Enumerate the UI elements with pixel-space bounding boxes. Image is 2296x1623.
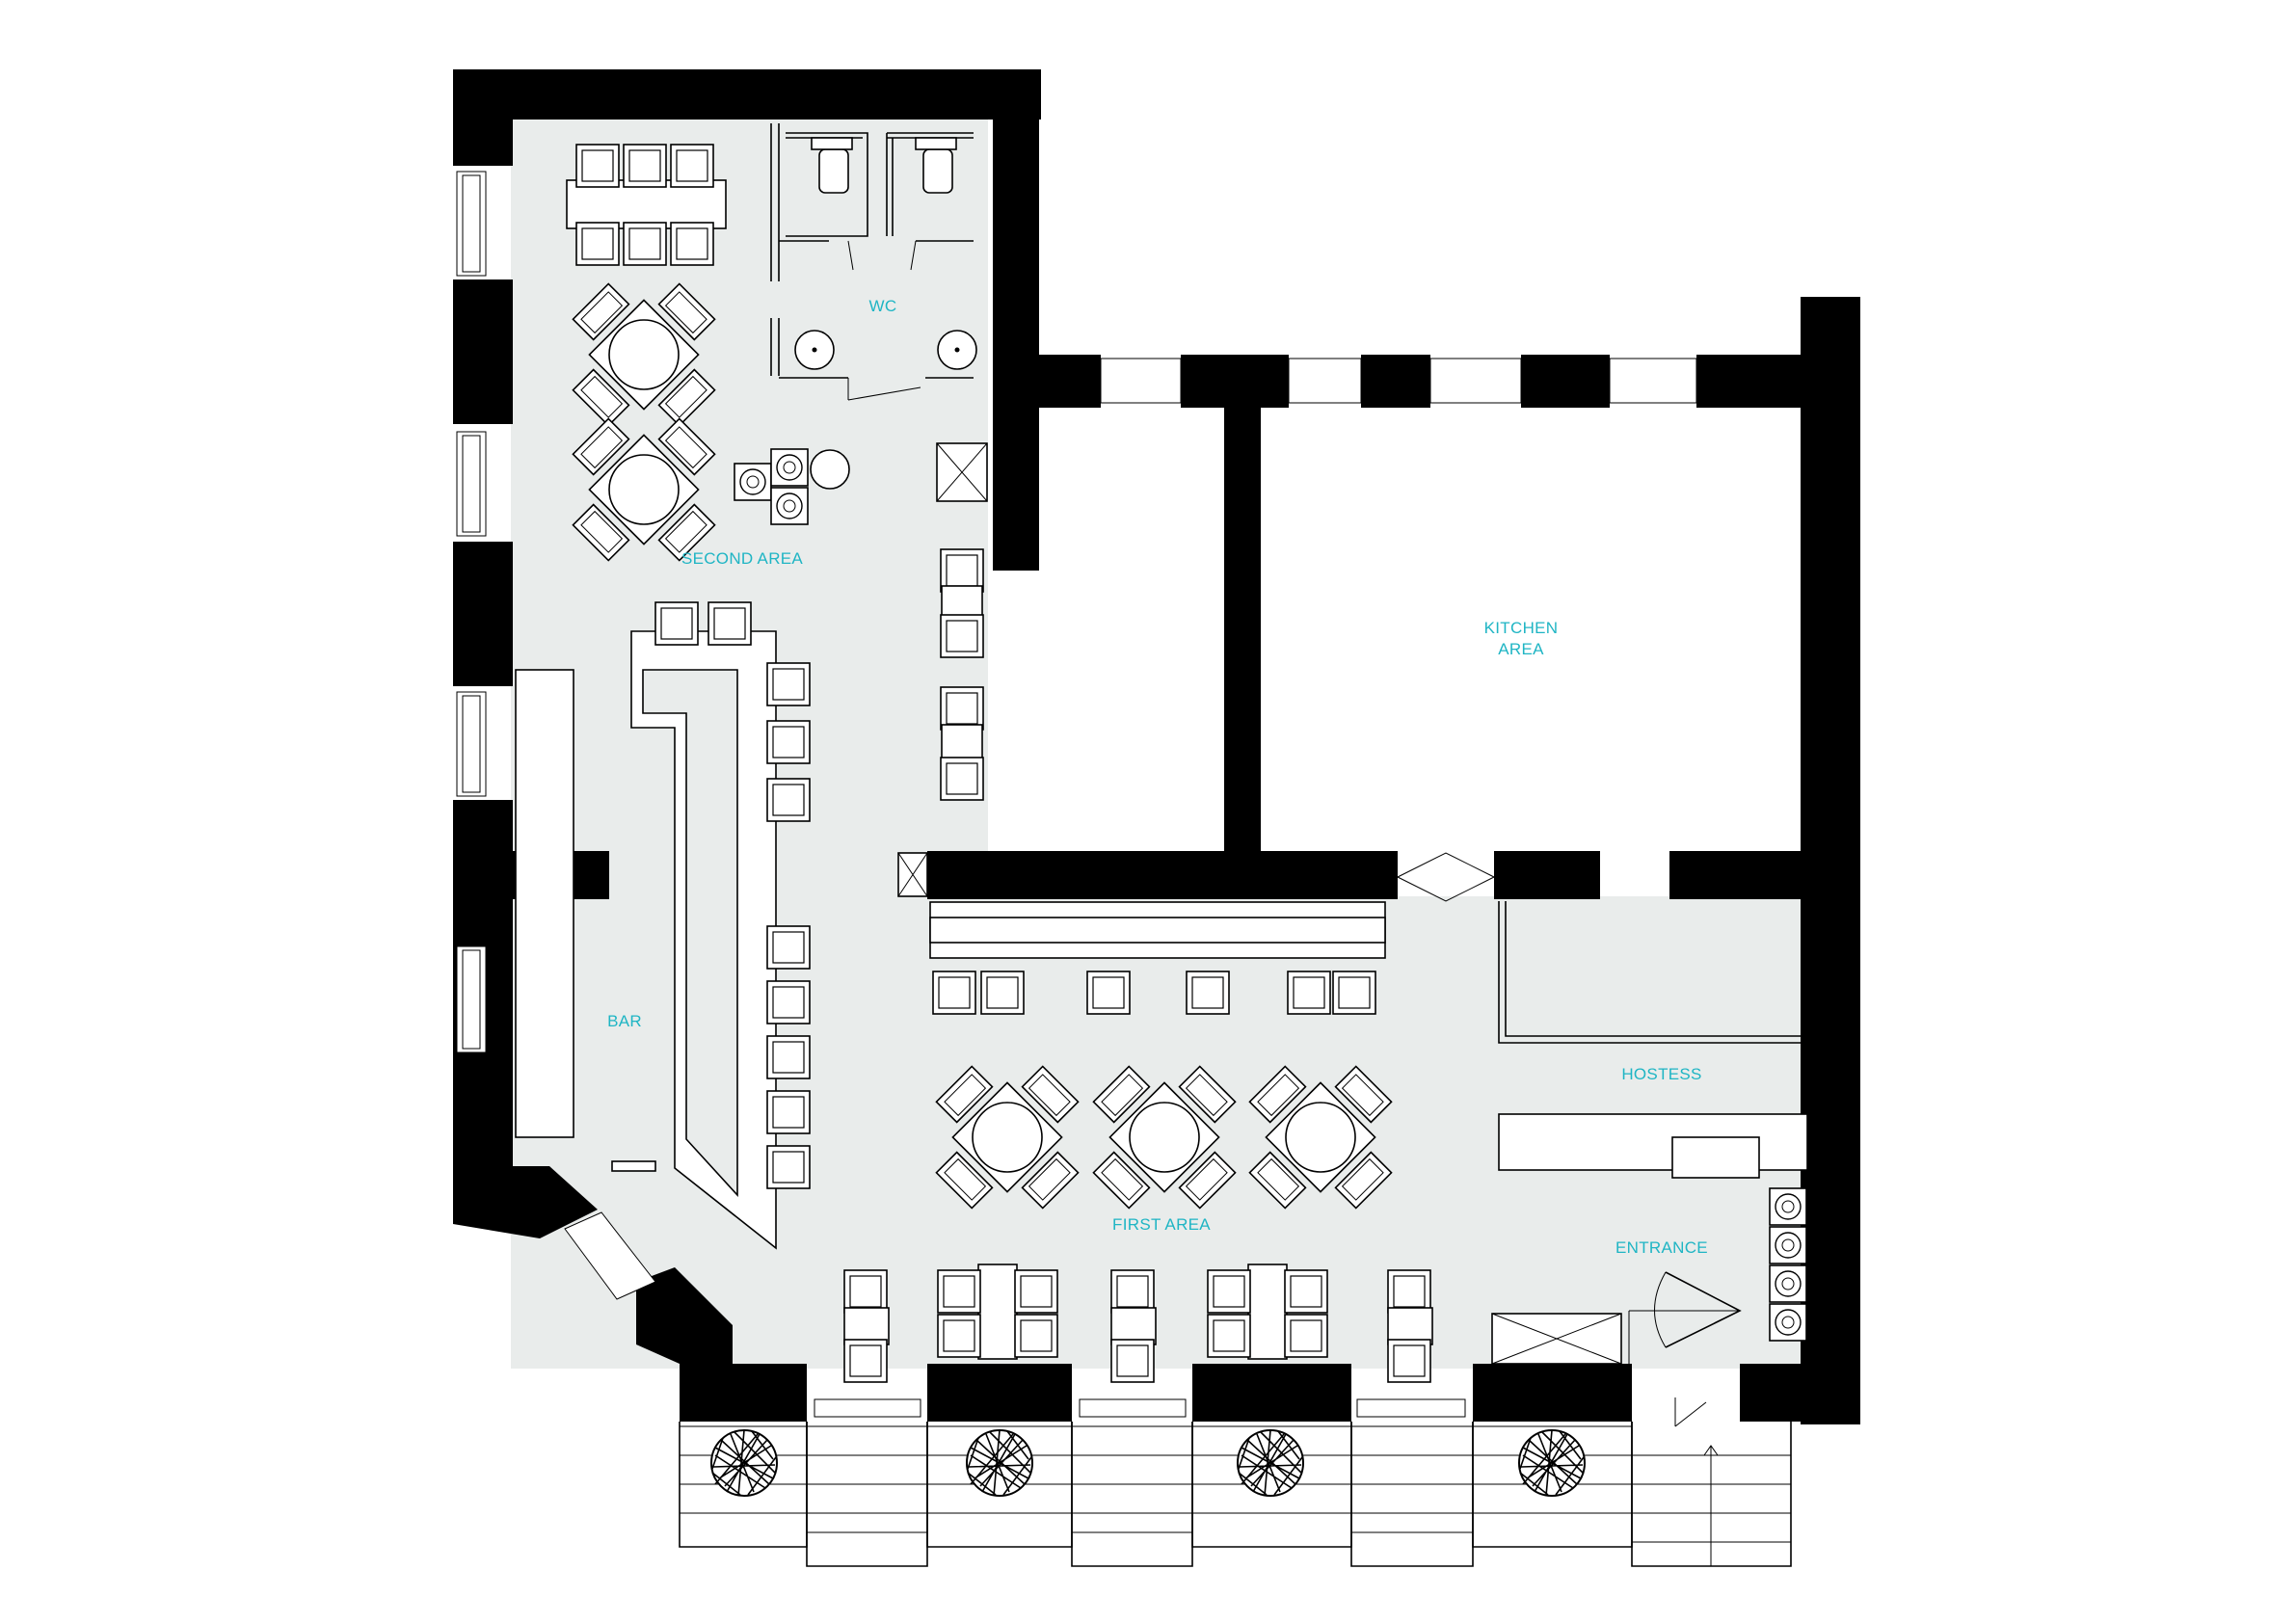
label-kitchen-line1: KITCHEN xyxy=(1484,619,1559,637)
label-wc: WC xyxy=(869,297,897,315)
planters xyxy=(710,1429,1586,1497)
label-first-area: FIRST AREA xyxy=(1112,1215,1211,1234)
label-second-area: SECOND AREA xyxy=(681,549,803,568)
exterior-steps xyxy=(679,1422,1792,1567)
label-kitchen-line2: AREA xyxy=(1498,640,1544,658)
first-area-bar xyxy=(929,901,1386,1015)
kitchen-doors xyxy=(897,852,1495,902)
wc-partitions xyxy=(770,123,977,401)
first-area-front-tables xyxy=(843,1264,1433,1383)
walls xyxy=(453,69,1860,1424)
second-area-furniture xyxy=(536,144,988,801)
hostess-area xyxy=(1491,901,1808,1427)
bar-counter xyxy=(515,630,777,1250)
label-hostess: HOSTESS xyxy=(1621,1065,1701,1083)
label-bar: BAR xyxy=(607,1012,642,1030)
room-labels: WC SECOND AREA KITCHEN AREA BAR HOSTESS … xyxy=(607,297,1708,1257)
label-entrance: ENTRANCE xyxy=(1615,1238,1708,1257)
windows xyxy=(456,171,1697,1418)
